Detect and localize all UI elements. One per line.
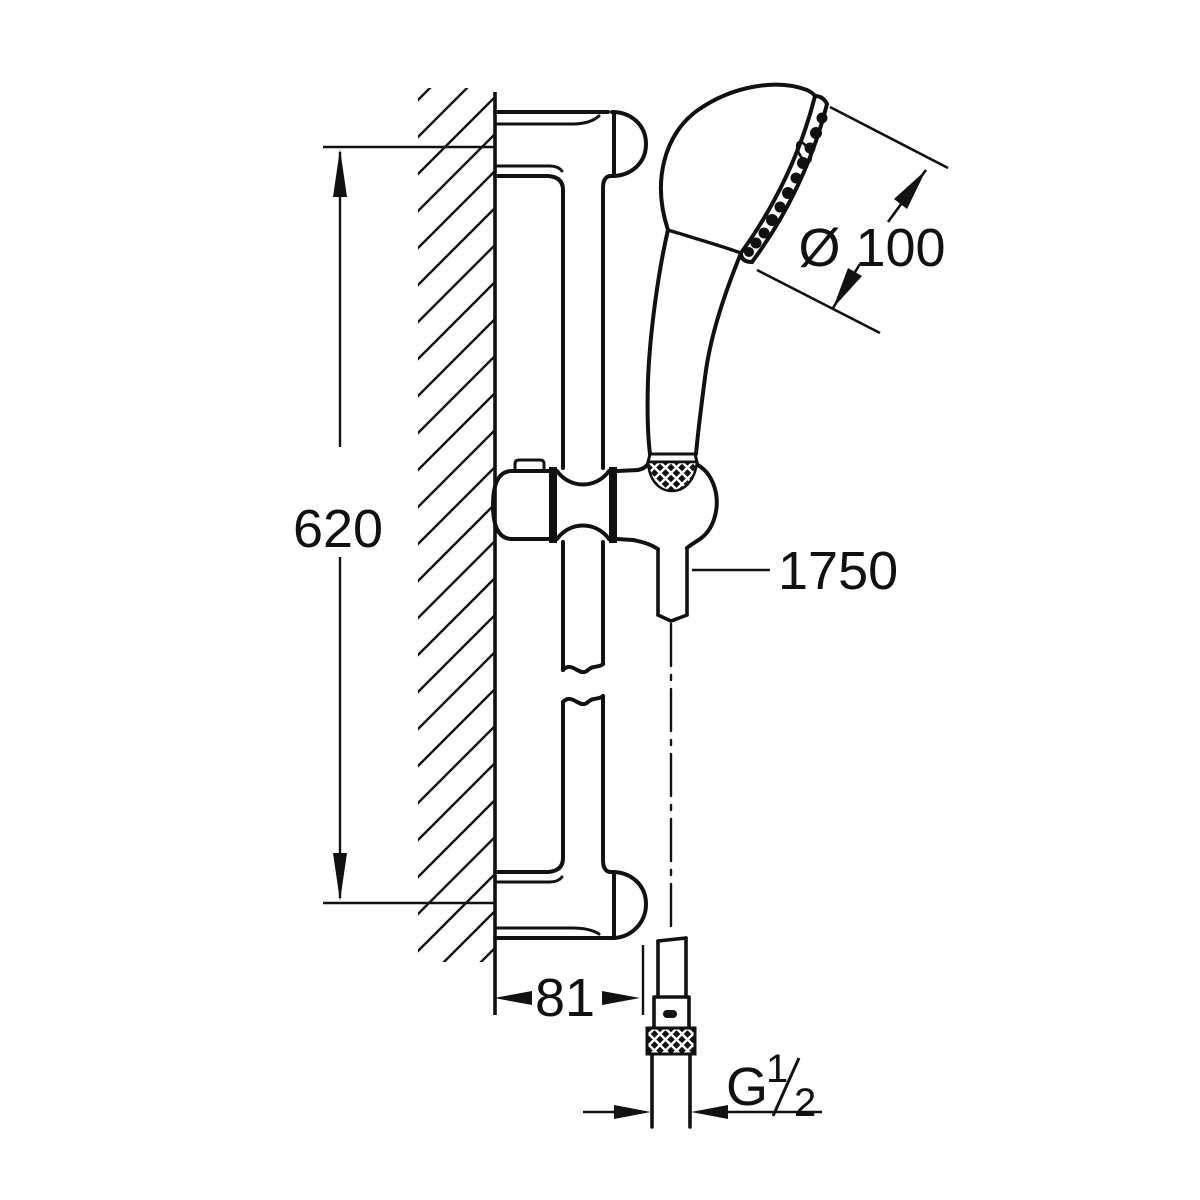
top-bracket-dome-cap bbox=[610, 110, 649, 178]
thread-g-label: G bbox=[726, 1057, 768, 1117]
handle-right-edge bbox=[694, 251, 743, 456]
rail-break-line-lower bbox=[561, 694, 605, 706]
slide-rail bbox=[561, 188, 605, 860]
dim-label-81: 81 bbox=[535, 968, 595, 1028]
wall-hatching bbox=[418, 88, 495, 962]
thread-denominator: 2 bbox=[794, 1081, 816, 1125]
shower-hose bbox=[656, 546, 689, 936]
arrow-lower bbox=[833, 268, 862, 308]
dim-hose-length: 1750 bbox=[692, 541, 898, 601]
wall-section bbox=[418, 88, 497, 1015]
sleeve-slot bbox=[663, 1010, 677, 1018]
fraction-slash bbox=[771, 1057, 801, 1117]
hose-break-end bbox=[656, 613, 689, 623]
bottom-wall-bracket bbox=[493, 856, 649, 940]
bottom-bracket-dome-cap bbox=[610, 870, 649, 940]
arrow-up bbox=[333, 149, 347, 197]
arrow-down bbox=[333, 853, 347, 901]
arrow-left bbox=[494, 991, 532, 1005]
arrow-right bbox=[602, 991, 640, 1005]
face-outer-edge bbox=[750, 102, 829, 264]
dim-rail-height: 620 bbox=[293, 145, 495, 905]
slider-saddle-top bbox=[555, 469, 611, 487]
hose-connector bbox=[645, 936, 697, 1129]
extension-line-upper bbox=[829, 105, 949, 170]
arrow-inward-right bbox=[614, 1105, 651, 1119]
rail-break-line-upper bbox=[561, 662, 605, 674]
dim-head-diameter: Ø 100 bbox=[756, 105, 949, 335]
top-wall-bracket bbox=[493, 110, 649, 192]
spray-nozzles bbox=[744, 112, 828, 257]
holder-lobe-right bbox=[685, 462, 719, 550]
dim-label-620: 620 bbox=[293, 499, 383, 559]
holder-lobe-top bbox=[615, 462, 650, 473]
arrow-inward-left bbox=[691, 1105, 728, 1119]
thread-numerator: 1 bbox=[766, 1047, 788, 1091]
holder-lobe-bottom bbox=[615, 537, 660, 551]
connector-top-cut bbox=[656, 936, 688, 943]
arrow-upper bbox=[894, 170, 926, 209]
head-handle-crease bbox=[666, 228, 743, 255]
extension-line-lower bbox=[756, 268, 881, 335]
hand-shower bbox=[645, 82, 829, 493]
dim-wall-offset: 81 bbox=[494, 945, 645, 1028]
slider-lock-button bbox=[513, 458, 546, 473]
dim-label-diameter: Ø 100 bbox=[798, 218, 945, 278]
face-inner-edge bbox=[739, 94, 817, 255]
dim-label-1750: 1750 bbox=[778, 541, 898, 601]
handle-left-edge bbox=[645, 228, 670, 456]
connector-knurled-nut bbox=[645, 1026, 697, 1056]
dim-thread-size: G 1 2 bbox=[583, 1047, 822, 1125]
knurled-nut bbox=[646, 460, 699, 493]
slider-clamp-left bbox=[549, 467, 557, 543]
head-back-outline bbox=[659, 82, 817, 232]
slider-clamp-right bbox=[609, 467, 617, 543]
connector-sleeve bbox=[652, 995, 691, 1030]
slider-saddle-bottom bbox=[555, 523, 611, 541]
slider-left-body bbox=[490, 469, 551, 541]
